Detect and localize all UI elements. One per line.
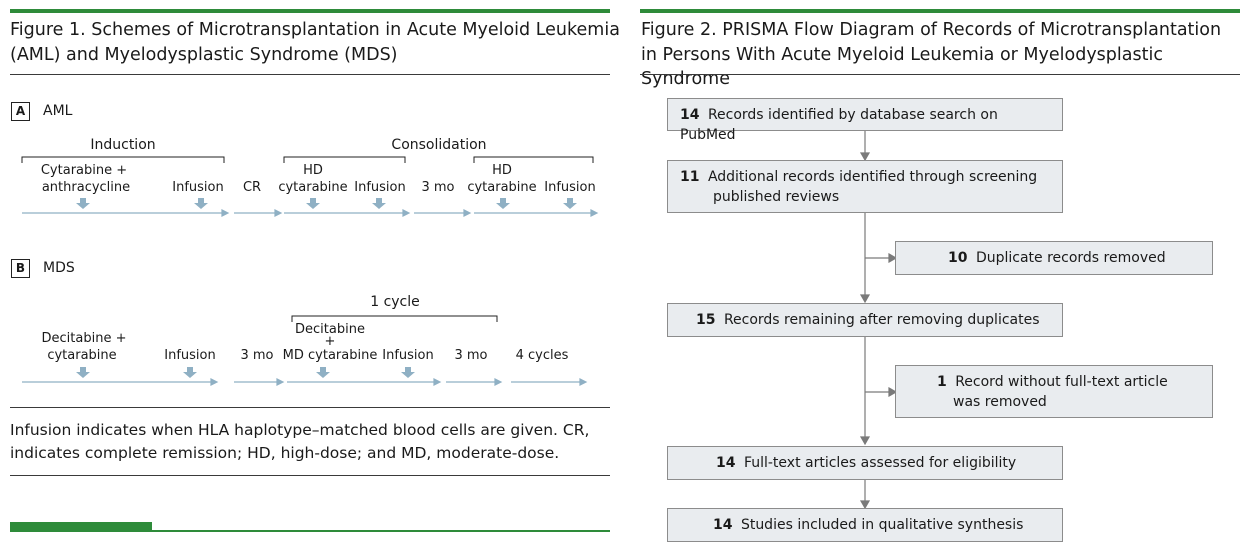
box-count: 11 [680,169,700,185]
prisma-box-studies-included: 14 Studies included in qualitative synth… [667,508,1063,542]
figure1-bottom-green-line [10,530,610,532]
bracket-induction-label: Induction [90,137,156,153]
panel-a-label: AML [43,103,73,119]
figure1-caption-line1: Infusion indicates when HLA haplotype–ma… [10,421,590,439]
figure2-title-line2: in Persons With Acute Myeloid Leukemia o… [641,45,1163,89]
figure2-title-rule [640,74,1240,75]
box-text: Records remaining after removing duplica… [723,312,1040,328]
figure1-bottom-green-accent [10,522,152,531]
prisma-box-additional-records: 11 Additional records identified through… [667,160,1063,213]
prisma-box-duplicates-removed: 10 Duplicate records removed [895,241,1213,275]
step-plus: + [324,334,336,349]
step-3mo-a: 3 mo [421,180,455,195]
figure1-title-rule [10,74,610,75]
figure1-caption-top-rule [10,407,610,408]
step-hd-1a: HD [303,163,323,178]
box-count: 14 [716,455,736,471]
prisma-box-records-remaining: 15 Records remaining after removing dupl… [667,303,1063,337]
figure1-top-bar [10,9,610,13]
step-3mo-b2: 3 mo [454,348,488,363]
step-4-cycles: 4 cycles [515,348,569,363]
step-hd-2b: cytarabine [467,180,537,195]
prisma-box-database-search: 14 Records identified by database search… [667,98,1063,143]
prisma-connectors [859,130,898,510]
down-arrow-icon [76,198,577,209]
figure1-caption-line2: indicates complete remission; HD, high-d… [10,444,560,462]
step-3mo-b1: 3 mo [240,348,274,363]
prisma-box-fulltext-assessed: 14 Full-text articles assessed for eligi… [667,446,1063,480]
step-cytarabine-anthracycline-1: Cytarabine + [40,163,128,178]
bracket-consolidation-2 [473,156,594,163]
box-text-2: published reviews [713,189,840,205]
figure1-title-line1: Figure 1. Schemes of Microtransplantatio… [10,20,620,40]
bracket-1-cycle-label: 1 cycle [370,294,420,310]
box-count: 14 [713,517,733,533]
figure1-title-line2: (AML) and Myelodysplastic Syndrome (MDS) [10,45,398,65]
figure2-title-line1: Figure 2. PRISMA Flow Diagram of Records… [641,20,1222,40]
figure2-top-bar [640,9,1240,13]
box-text: Records identified by database search on… [680,107,998,143]
panel-b-tag: B [11,259,30,278]
prisma-box-no-fulltext: 1 Record without full-text article was r… [895,365,1213,418]
step-cytarabine-anthracycline-2: anthracycline [41,180,131,195]
step-infusion-b2: Infusion [382,348,434,363]
panel-a-tag: A [11,102,30,121]
step-decitabine-cytarabine-1: Decitabine + [41,331,127,346]
step-md-cytarabine: MD cytarabine [282,348,378,363]
bracket-consolidation [283,156,406,163]
box-text-2: was removed [953,394,1047,410]
box-count: 1 [937,374,947,390]
box-text: Studies included in qualitative synthesi… [740,517,1024,533]
panel-b-timeline [22,315,588,386]
step-hd-2a: HD [492,163,512,178]
down-arrow-icon [76,367,415,378]
step-infusion-a1: Infusion [172,180,224,195]
step-decitabine-cytarabine-2: cytarabine [47,348,117,363]
box-count: 15 [696,312,716,328]
step-infusion-a2: Infusion [354,180,406,195]
step-cr: CR [242,180,262,195]
box-text: Duplicate records removed [975,250,1166,266]
step-decitabine: Decitabine [295,322,365,337]
box-text: Additional records identified through sc… [707,169,1038,185]
bracket-induction [21,156,225,163]
step-hd-1b: cytarabine [278,180,348,195]
step-infusion-a3: Infusion [544,180,596,195]
box-text: Record without full-text article [955,374,1168,390]
bracket-1-cycle [291,315,498,322]
box-count: 14 [680,107,700,123]
figure1-caption-bottom-rule [10,475,610,476]
step-infusion-b1: Infusion [164,348,216,363]
panel-a-timeline [21,156,599,217]
bracket-consolidation-label: Consolidation [391,137,487,153]
panel-b-label: MDS [43,260,75,276]
box-count: 10 [948,250,968,266]
box-text: Full-text articles assessed for eligibil… [743,455,1017,471]
